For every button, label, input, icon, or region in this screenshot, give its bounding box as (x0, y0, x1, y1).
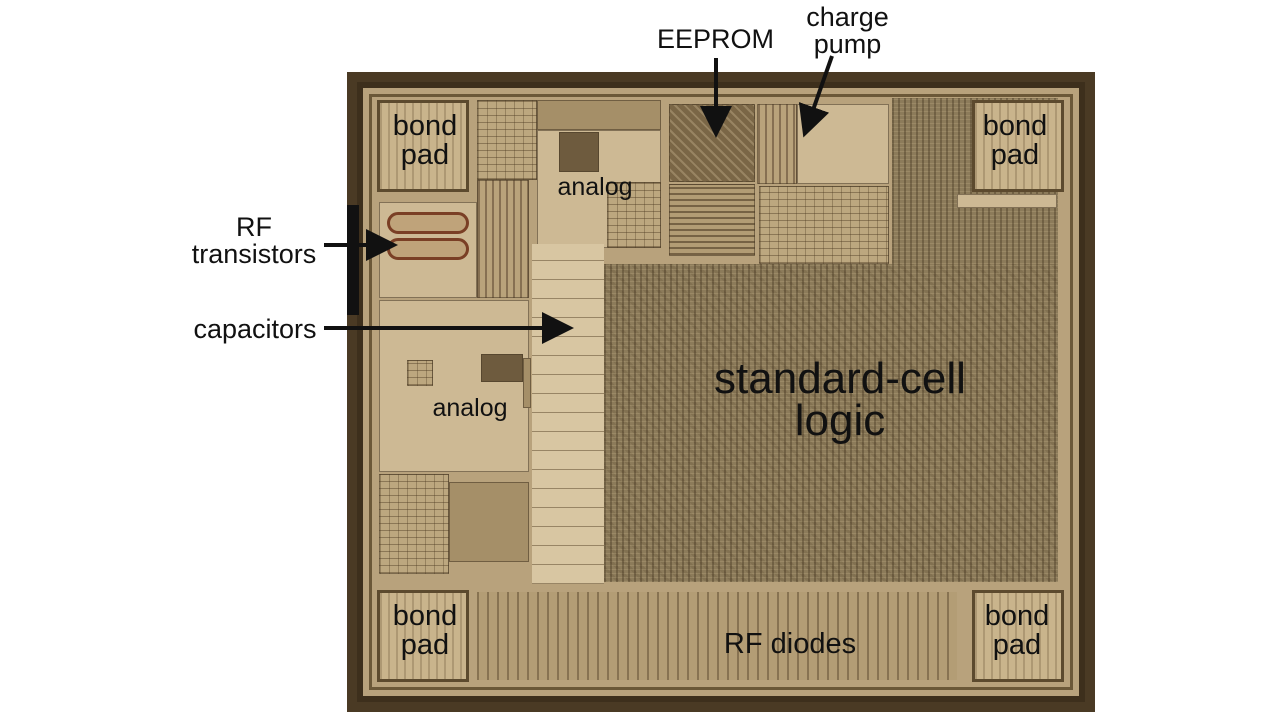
circuit-block (607, 182, 661, 248)
circuit-block (477, 180, 529, 298)
circuit-block (379, 474, 449, 574)
circuit-block (537, 100, 661, 130)
die-edge-marker (347, 205, 359, 315)
label-capacitors: capacitors (185, 316, 325, 343)
label-line: bond (984, 600, 1050, 632)
chip-die-photo (347, 72, 1095, 712)
circuit-block (759, 186, 889, 264)
circuit-block (757, 104, 797, 184)
bond-pad-bottom-right-shape (972, 590, 1064, 682)
label-line: bond (392, 110, 458, 142)
label-line: pump (813, 29, 882, 59)
label-line: pad (400, 139, 450, 171)
circuit-block (481, 354, 523, 382)
label-line: transistors (191, 239, 317, 269)
label-line: bond (392, 600, 458, 632)
circuit-block (449, 482, 529, 562)
label-analog-top: analog (540, 175, 650, 200)
label-line: analog (557, 173, 633, 201)
label-line: capacitors (193, 314, 317, 344)
label-bond-pad-top-left: bond pad (380, 112, 470, 170)
label-bond-pad-bottom-left: bond pad (380, 602, 470, 660)
label-line: pad (992, 629, 1042, 661)
label-line: standard-cell (714, 354, 966, 403)
capacitor-array (532, 244, 604, 584)
label-eeprom: EEPROM (648, 26, 783, 53)
label-line: EEPROM (656, 24, 775, 54)
die-seal-ring (369, 94, 1073, 690)
circuit-block (559, 132, 599, 172)
bond-pad-bottom-left-shape (377, 590, 469, 682)
label-rf-diodes: RF diodes (700, 630, 880, 659)
label-line: pad (990, 139, 1040, 171)
standard-cell-logic-area (604, 264, 1058, 582)
circuit-block (407, 360, 433, 386)
circuit-block (523, 358, 531, 408)
label-line: charge (806, 2, 889, 32)
eeprom-periphery-block (669, 184, 755, 256)
label-bond-pad-top-right: bond pad (970, 112, 1060, 170)
bond-pad-top-left-shape (377, 100, 469, 192)
label-standard-cell-logic: standard-cell logic (680, 354, 1000, 445)
label-line: RF diodes (723, 628, 857, 660)
eeprom-block (669, 104, 755, 182)
circuit-block (957, 194, 1057, 208)
label-bond-pad-bottom-right: bond pad (972, 602, 1062, 660)
circuit-block (477, 100, 537, 180)
rf-diodes-area (477, 592, 957, 680)
bond-pad-top-right-shape (972, 100, 1064, 192)
label-rf-transistors: RF transistors (180, 214, 328, 268)
label-line: RF (236, 212, 272, 242)
label-analog-left: analog (415, 396, 525, 421)
label-line: logic (794, 395, 886, 445)
label-line: pad (400, 629, 450, 661)
label-line: bond (982, 110, 1048, 142)
rf-transistor (387, 212, 469, 234)
label-charge-pump: charge pump (790, 4, 905, 58)
arrow-charge-pump (798, 55, 834, 138)
label-line: analog (432, 394, 508, 422)
